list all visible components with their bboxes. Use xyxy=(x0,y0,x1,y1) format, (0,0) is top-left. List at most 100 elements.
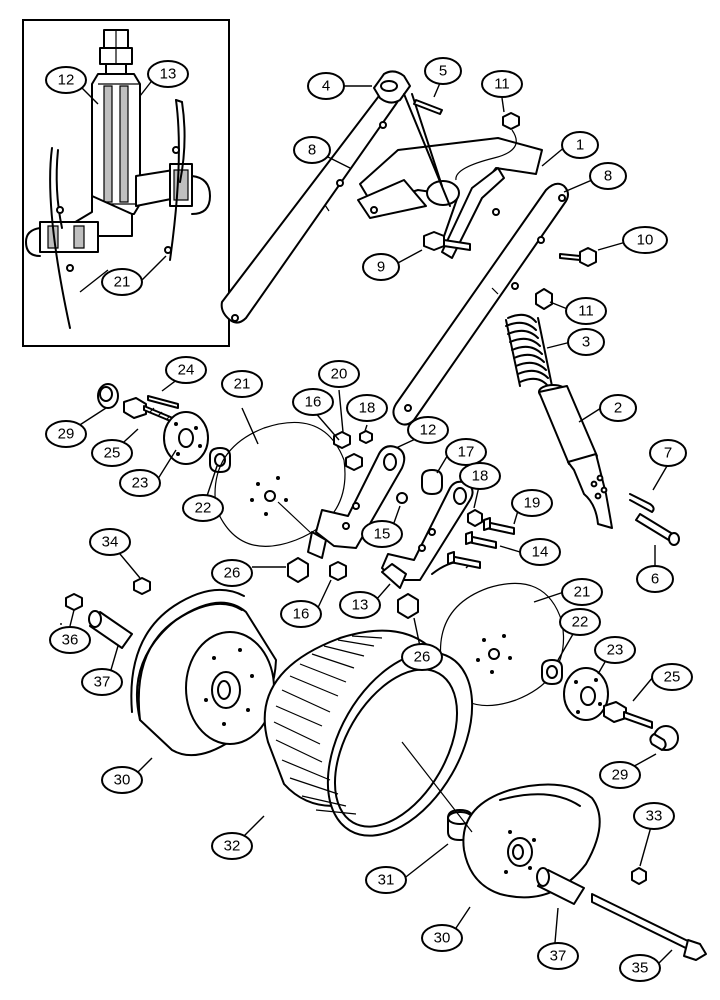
spring-3 xyxy=(505,313,553,387)
svg-text:11: 11 xyxy=(578,303,594,320)
callout-4: 4 xyxy=(307,72,345,100)
svg-text:37: 37 xyxy=(94,674,111,691)
callout-32: 32 xyxy=(211,832,253,860)
svg-text:29: 29 xyxy=(58,426,75,443)
fitting-and-pin xyxy=(373,70,451,207)
svg-text:12: 12 xyxy=(420,422,437,439)
nut-36 xyxy=(65,593,83,611)
callout-37-left: 37 xyxy=(81,668,123,696)
callout-21-left: 21 xyxy=(221,370,263,398)
disc-21-left xyxy=(214,421,346,547)
svg-text:21: 21 xyxy=(574,584,591,601)
callout-11-upper: 11 xyxy=(481,70,523,98)
svg-text:23: 23 xyxy=(132,475,149,492)
svg-text:14: 14 xyxy=(532,544,549,561)
callout-16-lower: 16 xyxy=(280,600,322,628)
callout-16-upper: 16 xyxy=(292,388,334,416)
svg-text:25: 25 xyxy=(104,445,121,462)
callout-25-right: 25 xyxy=(651,663,693,691)
bolt-33 xyxy=(631,867,647,885)
svg-text:33: 33 xyxy=(646,808,663,825)
svg-text:22: 22 xyxy=(572,614,589,631)
callout-6: 6 xyxy=(636,565,674,593)
callout-layer: 1 2 3 4 5 6 7 8 8 9 10 11 11 12 12 13 13… xyxy=(45,57,693,982)
svg-text:7: 7 xyxy=(664,445,672,462)
callout-15: 15 xyxy=(361,520,403,548)
callout-10: 10 xyxy=(622,226,668,254)
callout-13-main: 13 xyxy=(339,591,381,619)
svg-text:10: 10 xyxy=(637,232,654,249)
svg-text:21: 21 xyxy=(114,274,131,291)
svg-text:17: 17 xyxy=(458,444,475,461)
callout-11-lower: 11 xyxy=(565,297,607,325)
callout-14: 14 xyxy=(519,538,561,566)
nut-11-upper xyxy=(502,112,520,130)
bolt-10 xyxy=(559,247,597,267)
callout-13-inset: 13 xyxy=(147,60,189,88)
bolt-9 xyxy=(423,231,471,251)
svg-text:5: 5 xyxy=(439,63,447,80)
frame-assembly xyxy=(220,86,569,426)
spacer-37-left xyxy=(88,610,133,649)
tire-32 xyxy=(263,629,474,837)
svg-text:23: 23 xyxy=(607,642,624,659)
callout-26-right: 26 xyxy=(401,643,443,671)
svg-text:32: 32 xyxy=(224,838,241,855)
svg-text:11: 11 xyxy=(494,76,510,93)
svg-text:8: 8 xyxy=(308,142,316,159)
svg-text:26: 26 xyxy=(224,565,241,582)
callout-34: 34 xyxy=(89,528,131,556)
callout-8-right: 8 xyxy=(589,162,627,190)
nut-11-lower xyxy=(535,288,553,310)
callout-37-right: 37 xyxy=(537,942,579,970)
svg-text:3: 3 xyxy=(582,334,590,351)
callout-18-upper: 18 xyxy=(346,394,388,422)
svg-text:20: 20 xyxy=(331,366,348,383)
callout-19: 19 xyxy=(511,489,553,517)
callout-35: 35 xyxy=(619,954,661,982)
clip-7 xyxy=(629,493,655,513)
svg-text:9: 9 xyxy=(377,259,385,276)
callout-29-left: 29 xyxy=(45,420,87,448)
callout-31: 31 xyxy=(365,866,407,894)
svg-text:18: 18 xyxy=(472,468,489,485)
callout-3: 3 xyxy=(567,328,605,356)
svg-text:15: 15 xyxy=(374,526,391,543)
callout-12-inset: 12 xyxy=(45,66,87,94)
svg-text:16: 16 xyxy=(293,606,310,623)
callout-33: 33 xyxy=(633,802,675,830)
callout-29-right: 29 xyxy=(599,761,641,789)
svg-text:26: 26 xyxy=(414,649,431,666)
bolt-35 xyxy=(591,893,707,961)
callout-23-right: 23 xyxy=(594,636,636,664)
svg-text:22: 22 xyxy=(195,500,212,517)
svg-text:16: 16 xyxy=(305,394,322,411)
wheel-half-30-right xyxy=(401,741,601,899)
svg-text:2: 2 xyxy=(614,400,622,417)
svg-text:8: 8 xyxy=(604,168,612,185)
callout-22-left: 22 xyxy=(182,494,224,522)
svg-text:19: 19 xyxy=(524,495,541,512)
callout-5: 5 xyxy=(424,57,462,85)
callout-17: 17 xyxy=(445,438,487,466)
callout-30-left: 30 xyxy=(101,766,143,794)
svg-text:31: 31 xyxy=(378,872,395,889)
callout-26-left: 26 xyxy=(211,559,253,587)
wheel-half-30-left xyxy=(130,589,277,757)
right-hub-assembly xyxy=(541,659,679,751)
svg-text:18: 18 xyxy=(359,400,376,417)
svg-text:13: 13 xyxy=(352,597,369,614)
svg-text:1: 1 xyxy=(576,137,584,154)
nut-34 xyxy=(133,577,151,595)
svg-text:6: 6 xyxy=(651,571,659,588)
svg-text:21: 21 xyxy=(234,376,251,393)
svg-text:12: 12 xyxy=(58,72,75,89)
svg-text:34: 34 xyxy=(102,534,119,551)
svg-text:35: 35 xyxy=(632,960,649,977)
callout-36: 36 xyxy=(49,626,91,654)
callout-22-right: 22 xyxy=(559,608,601,636)
callout-2: 2 xyxy=(599,394,637,422)
svg-text:36: 36 xyxy=(62,632,79,649)
svg-text:37: 37 xyxy=(550,948,567,965)
svg-text:24: 24 xyxy=(178,362,195,379)
